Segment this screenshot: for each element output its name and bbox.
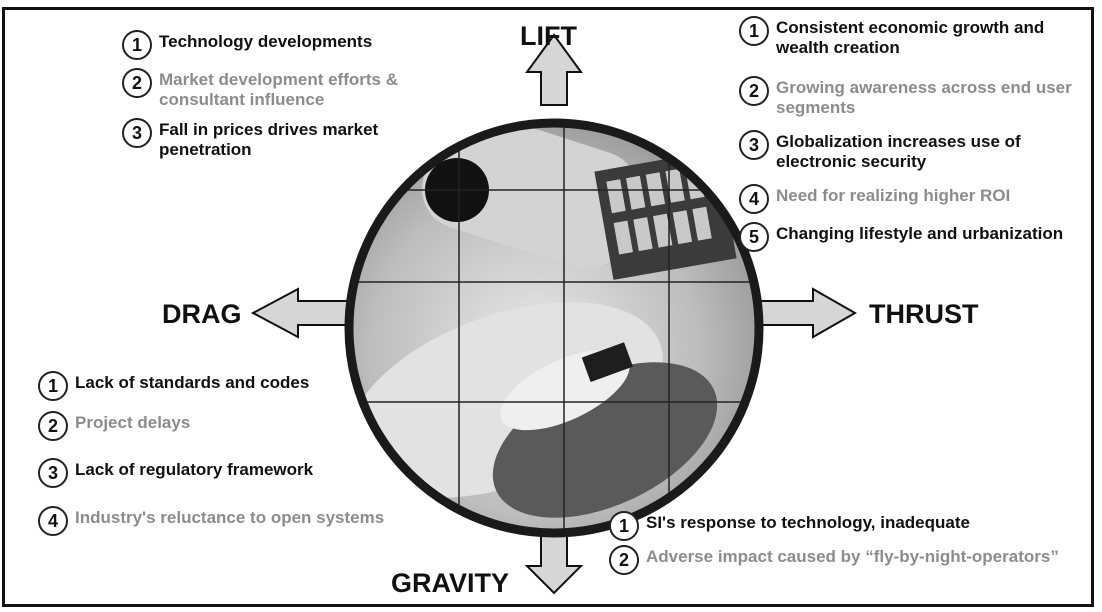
item-text: Growing awareness across end user segmen…	[776, 78, 1072, 117]
number-badge: 2	[122, 68, 152, 98]
number-badge: 3	[122, 118, 152, 148]
item-text: Market development efforts & consultant …	[159, 70, 398, 109]
drag-item-3: 3 Lack of regulatory framework	[38, 458, 418, 488]
number-badge: 4	[38, 506, 68, 536]
item-text: Project delays	[75, 413, 191, 432]
item-text: Need for realizing higher ROI	[776, 186, 1011, 205]
thrust-item-5: 5 Changing lifestyle and urbanization	[739, 222, 1089, 252]
item-text: Adverse impact caused by “fly-by-night-o…	[646, 547, 1059, 566]
lift-arrow	[525, 33, 583, 106]
number-badge: 2	[38, 411, 68, 441]
thrust-item-3: 3 Globalization increases use of electro…	[739, 130, 1089, 172]
thrust-label: THRUST	[869, 299, 979, 329]
circle-ring	[344, 118, 764, 538]
number-badge: 4	[739, 184, 769, 214]
drag-label: DRAG	[162, 299, 242, 329]
thrust-item-1: 1 Consistent economic growth and wealth …	[739, 16, 1089, 58]
lift-label: LIFT	[520, 21, 577, 51]
number-badge: 1	[122, 30, 152, 60]
number-badge: 3	[38, 458, 68, 488]
number-badge: 1	[609, 511, 639, 541]
number-badge: 2	[739, 76, 769, 106]
item-text: Changing lifestyle and urbanization	[776, 224, 1064, 243]
thrust-item-2: 2 Growing awareness across end user segm…	[739, 76, 1089, 118]
item-text: Consistent economic growth and wealth cr…	[776, 18, 1045, 57]
number-badge: 1	[739, 16, 769, 46]
item-text: Globalization increases use of electroni…	[776, 132, 1021, 171]
diagram-frame: LIFT DRAG THRUST GRAVITY 1 Technology de…	[2, 7, 1094, 607]
drag-item-4: 4 Industry's reluctance to open systems	[38, 506, 478, 536]
item-text: Fall in prices drives market penetration	[159, 120, 379, 159]
lift-item-2: 2 Market development efforts & consultan…	[122, 68, 462, 110]
lift-item-1: 1 Technology developments	[122, 30, 462, 60]
item-text: Industry's reluctance to open systems	[75, 508, 385, 527]
drag-item-2: 2 Project delays	[38, 411, 418, 441]
number-badge: 1	[38, 371, 68, 401]
item-text: Technology developments	[159, 32, 373, 51]
thrust-item-4: 4 Need for realizing higher ROI	[739, 184, 1089, 214]
gravity-item-2: 2 Adverse impact caused by “fly-by-night…	[609, 545, 1089, 575]
item-text: SI's response to technology, inadequate	[646, 513, 970, 532]
diagram-canvas	[250, 33, 858, 595]
security-photo	[349, 123, 759, 533]
number-badge: 3	[739, 130, 769, 160]
item-text: Lack of standards and codes	[75, 373, 310, 392]
number-badge: 2	[609, 545, 639, 575]
number-badge: 5	[739, 222, 769, 252]
drag-item-1: 1 Lack of standards and codes	[38, 371, 418, 401]
item-text: Lack of regulatory framework	[75, 460, 314, 479]
gravity-item-1: 1 SI's response to technology, inadequat…	[609, 511, 1089, 541]
lift-item-3: 3 Fall in prices drives market penetrati…	[122, 118, 462, 160]
gravity-label: GRAVITY	[391, 568, 510, 598]
